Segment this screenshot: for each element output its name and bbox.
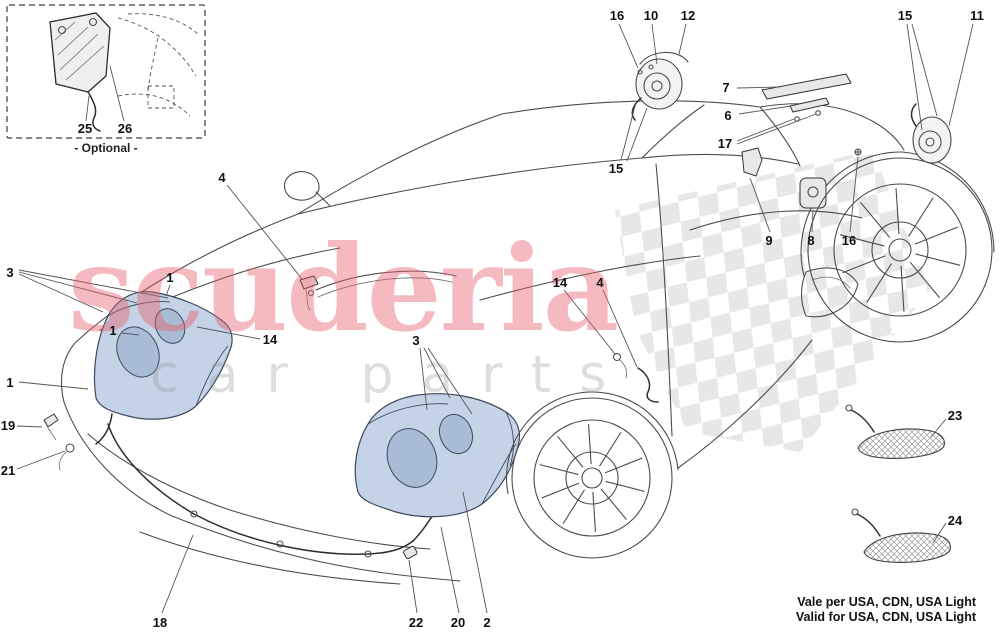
leader-line (18, 271, 138, 304)
optional-label: - Optional - (74, 141, 137, 155)
callout-20: 20 (451, 615, 465, 630)
callout-16: 16 (842, 233, 856, 248)
leader-line (165, 284, 171, 297)
leader-line (226, 184, 303, 280)
callout-23: 23 (948, 408, 962, 423)
callout-1: 1 (109, 323, 116, 338)
callout-6: 6 (724, 108, 731, 123)
callout-3: 3 (6, 265, 13, 280)
callout-10: 10 (644, 8, 658, 23)
leader-line (749, 177, 771, 233)
leader-line (626, 107, 648, 162)
callout-1: 1 (166, 270, 173, 285)
side-marker-23 (845, 404, 945, 459)
leader-line (161, 534, 194, 614)
leader-line (16, 450, 66, 470)
leader-line (736, 86, 781, 89)
callout-7: 7 (722, 80, 729, 95)
leader-line (736, 113, 817, 145)
callout-21: 21 (1, 463, 15, 478)
leader-line (736, 118, 795, 142)
leader-line (811, 209, 814, 233)
callout-15: 15 (609, 161, 623, 176)
leader-line (620, 105, 636, 161)
callout-25: 25 (78, 121, 92, 136)
callout-3: 3 (412, 333, 419, 348)
leader-line (462, 491, 488, 614)
leader-line (678, 23, 687, 55)
leader-line (408, 559, 418, 614)
leader-line (563, 289, 616, 355)
leader-line (18, 381, 89, 390)
callout-22: 22 (409, 615, 423, 630)
callout-1: 1 (6, 375, 13, 390)
callout-14: 14 (553, 275, 568, 290)
leader-line (419, 347, 428, 411)
car-illustration (43, 51, 995, 585)
watermark-subtext: car parts (150, 345, 634, 405)
callout-11: 11 (970, 8, 984, 23)
leader-line (18, 269, 169, 299)
leader-line (16, 425, 43, 428)
callout-12: 12 (681, 8, 695, 23)
front-wheel (505, 391, 679, 559)
watermark-brand: scuderia (68, 219, 617, 358)
leader-lines (16, 23, 974, 614)
leader-line (18, 273, 104, 313)
callout-2: 2 (483, 615, 490, 630)
leader-line (427, 347, 473, 415)
leader-line (932, 522, 947, 544)
wheel-spokes (539, 188, 961, 532)
headlight-exploded (354, 393, 521, 518)
callout-15: 15 (898, 8, 912, 23)
taillight-right (910, 103, 952, 164)
optional-ecu-bracket (49, 12, 111, 93)
leader-line (651, 23, 658, 65)
leader-line (109, 65, 125, 122)
leader-line (948, 23, 974, 127)
callout-18: 18 (153, 615, 167, 630)
headlight-installed (93, 291, 233, 445)
leader-line (930, 418, 947, 438)
callout-4: 4 (218, 170, 226, 185)
callout-9: 9 (765, 233, 772, 248)
callout-24: 24 (948, 513, 963, 528)
callout-8: 8 (807, 233, 814, 248)
footnote-line1: Vale per USA, CDN, USA Light (797, 595, 977, 609)
leader-line (602, 289, 638, 368)
callout-17: 17 (718, 136, 732, 151)
leader-line (440, 526, 460, 614)
callout-4: 4 (596, 275, 604, 290)
side-marker-24 (851, 508, 951, 563)
leader-line (196, 326, 261, 340)
taillight-assembly (631, 51, 689, 121)
callout-14: 14 (263, 332, 278, 347)
checkered-flag-watermark (615, 150, 930, 452)
callout-26: 26 (118, 121, 132, 136)
leader-line (849, 156, 859, 233)
callout-16: 16 (610, 8, 624, 23)
leader-line (618, 23, 639, 69)
leader-line (738, 105, 792, 115)
footnote-line2: Valid for USA, CDN, USA Light (796, 610, 977, 624)
rear-wheel (807, 157, 993, 343)
leader-line (911, 23, 938, 117)
optional-inset (6, 4, 206, 139)
leader-line (121, 332, 140, 336)
callout-19: 19 (1, 418, 15, 433)
leader-line (85, 95, 90, 122)
leader-line (906, 23, 923, 131)
leader-line (423, 347, 451, 399)
